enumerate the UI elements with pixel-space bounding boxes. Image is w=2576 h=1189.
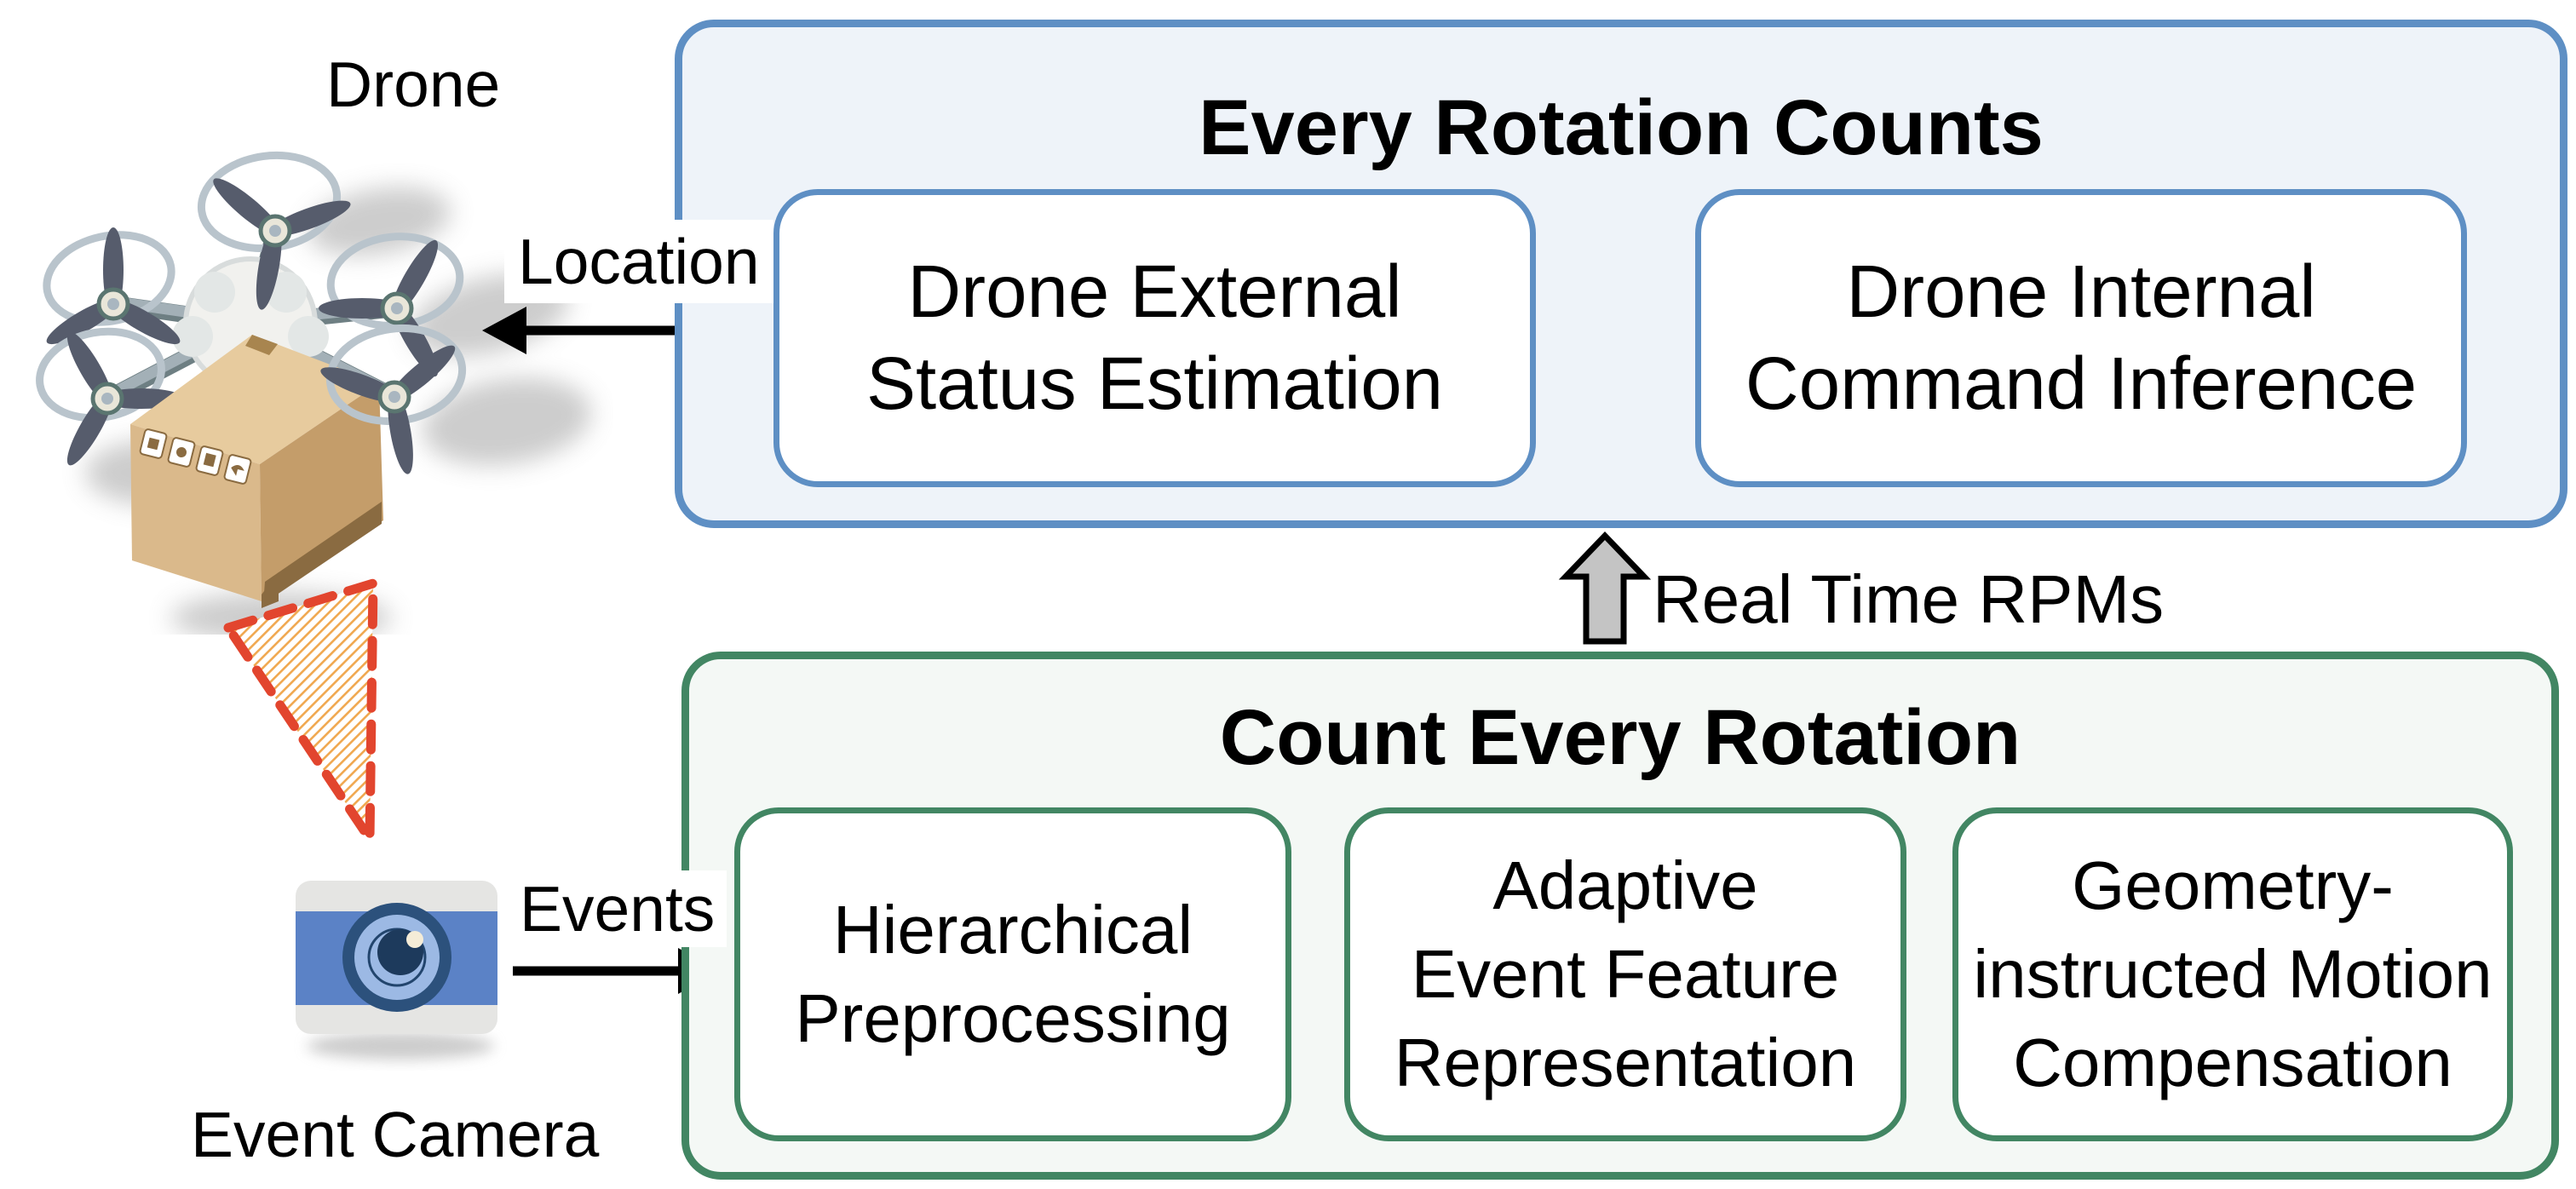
module-text-line: Adaptive [1492, 847, 1758, 923]
module-text-line: Status Estimation [866, 342, 1443, 425]
drone-rotor-front [320, 324, 467, 474]
drone-body [172, 256, 329, 391]
bottom-panel-title: Count Every Rotation [1219, 694, 2021, 781]
package-box [130, 335, 383, 608]
module-text-line: Event Feature [1411, 936, 1840, 1012]
event-camera-label: Event Camera [191, 1099, 600, 1170]
shipping-label-icons [139, 428, 252, 485]
module-text-line: Drone Internal [1846, 250, 2316, 333]
location-arrow-label: Location [504, 220, 773, 303]
module-text-line: Drone External [907, 250, 1402, 333]
delivery-drone-illustration [36, 151, 592, 635]
drone-rotors [36, 151, 464, 466]
drone-arms [99, 222, 405, 407]
real-time-rpms-label: Real Time RPMs [1653, 561, 2165, 637]
module-text-line: Compensation [2013, 1025, 2452, 1100]
events-arrow-label: Events [508, 870, 727, 947]
module-hierarchical-preprocessing: Hierarchical Preprocessing [734, 807, 1291, 1141]
module-text-line: Representation [1394, 1025, 1857, 1100]
event-camera-icon [296, 881, 497, 1060]
top-panel-title: Every Rotation Counts [1199, 84, 2044, 171]
every-rotation-counts-panel: Every Rotation Counts Drone External Sta… [675, 20, 2567, 528]
module-drone-internal-command-inference: Drone Internal Command Inference [1695, 189, 2467, 487]
module-text-line: Geometry- [2072, 847, 2394, 923]
module-text-line: Preprocessing [795, 980, 1231, 1056]
count-every-rotation-panel: Count Every Rotation Hierarchical Prepro… [681, 652, 2559, 1180]
module-drone-external-status-estimation: Drone External Status Estimation [773, 189, 1536, 487]
module-geometry-instructed-motion-compensation: Geometry- instructed Motion Compensation [1952, 807, 2513, 1141]
field-of-view-cone-icon [223, 578, 378, 844]
module-text-line: instructed Motion [1973, 936, 2493, 1012]
module-adaptive-event-feature-representation: Adaptive Event Feature Representation [1344, 807, 1906, 1141]
rpms-up-arrow [1558, 531, 1652, 645]
module-text-line: Hierarchical [832, 892, 1193, 968]
module-text-line: Command Inference [1745, 342, 2418, 425]
drone-label: Drone [326, 49, 501, 120]
drone-arms-top [101, 222, 403, 402]
